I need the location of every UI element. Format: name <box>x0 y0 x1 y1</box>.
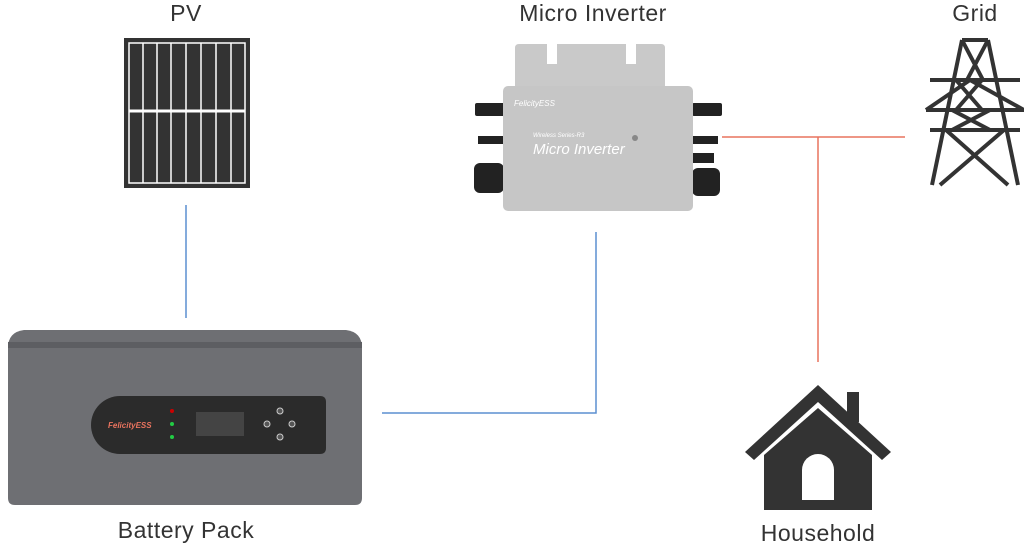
house-icon <box>745 385 891 510</box>
battery-inverter-line <box>382 232 597 414</box>
inverter-brand: FelicityESS <box>514 99 556 108</box>
battery-brand: FelicityESS <box>108 421 152 430</box>
down-button-icon <box>276 433 284 441</box>
micro-inverter-device: FelicityESS Wireless Series-R3 Micro Inv… <box>474 44 722 211</box>
right-button-icon <box>288 420 296 428</box>
micro-inverter-label: Micro Inverter <box>519 0 667 26</box>
battery-pack-device: FelicityESS <box>8 330 362 505</box>
household-label: Household <box>760 520 876 546</box>
solar-panel-icon <box>124 38 250 188</box>
left-button-icon <box>263 420 271 428</box>
power-tower-icon <box>924 38 1024 187</box>
inverter-model: Micro Inverter <box>533 141 626 158</box>
inverter-series: Wireless Series-R3 <box>533 133 585 139</box>
battery-pack-label: Battery Pack <box>117 517 255 543</box>
connector-icon <box>474 103 722 196</box>
battery-display <box>196 412 244 436</box>
grid-label: Grid <box>952 0 998 26</box>
up-button-icon <box>276 407 284 415</box>
pv-label: PV <box>170 0 202 26</box>
